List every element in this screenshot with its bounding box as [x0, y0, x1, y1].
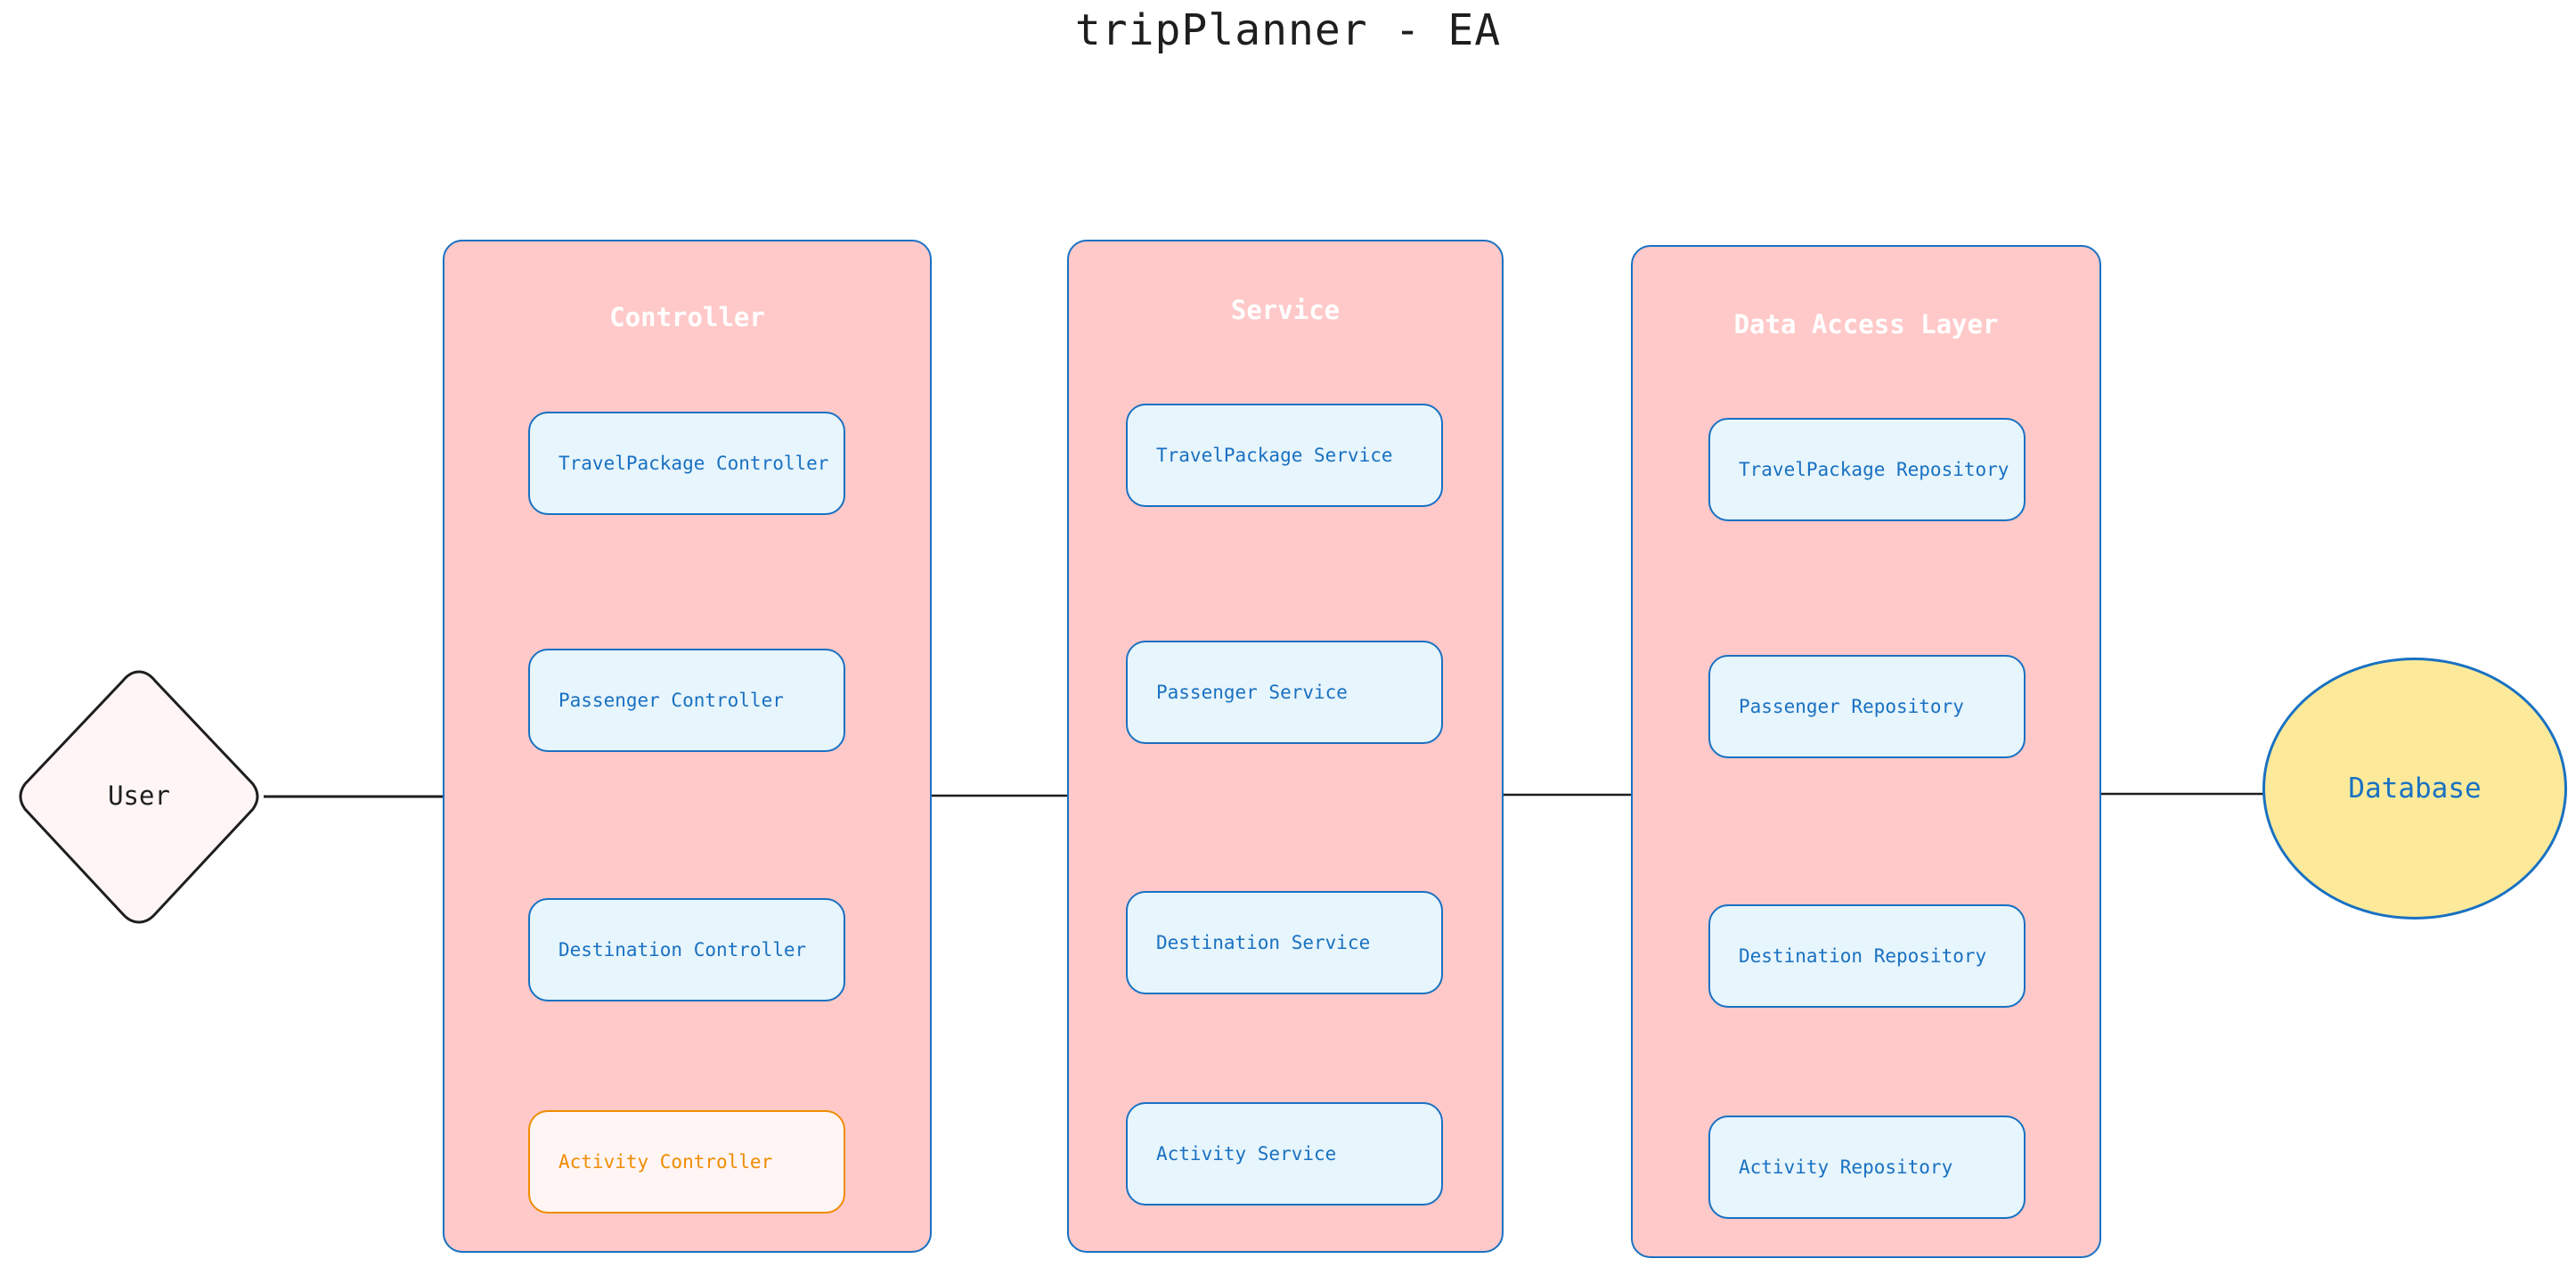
layer-title-service: Service — [1230, 295, 1341, 325]
component-passenger-repository: Passenger Repository — [1708, 655, 2026, 758]
user-label: User — [108, 781, 170, 811]
user-diamond-shape — [19, 670, 259, 924]
component-travelpackage-service: TravelPackage Service — [1126, 404, 1443, 507]
diagram-title: tripPlanner - EA — [1074, 5, 1502, 55]
component-passenger-controller: Passenger Controller — [528, 649, 845, 752]
layer-title-controller: Controller — [609, 302, 765, 332]
component-destination-repository: Destination Repository — [1708, 904, 2026, 1008]
component-activity-controller: Activity Controller — [528, 1110, 845, 1214]
database-node: Database — [2262, 658, 2567, 920]
component-activity-repository: Activity Repository — [1708, 1116, 2026, 1219]
component-destination-service: Destination Service — [1126, 891, 1443, 994]
component-activity-service: Activity Service — [1126, 1102, 1443, 1206]
layer-controller: Controller TravelPackage Controller Pass… — [443, 240, 932, 1253]
component-travelpackage-controller: TravelPackage Controller — [528, 412, 845, 515]
database-label: Database — [2348, 772, 2482, 805]
component-travelpackage-repository: TravelPackage Repository — [1708, 418, 2026, 521]
layer-service: Service TravelPackage Service Passenger … — [1067, 240, 1504, 1253]
component-destination-controller: Destination Controller — [528, 898, 845, 1001]
component-passenger-service: Passenger Service — [1126, 641, 1443, 744]
user-actor: User — [14, 668, 264, 925]
layer-data-access: Data Access Layer TravelPackage Reposito… — [1631, 245, 2101, 1258]
layer-title-data-access: Data Access Layer — [1733, 309, 1999, 339]
